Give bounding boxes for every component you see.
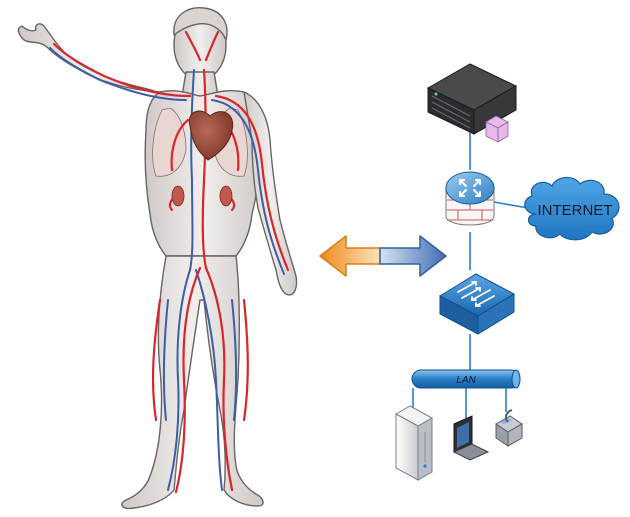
laptop-icon [452,415,490,461]
human-circulatory-system-illustration [17,7,298,510]
arrow-left-orange [319,235,381,277]
network-links [412,132,529,418]
desktop-tower-icon [394,405,434,481]
veins [49,47,285,491]
kidneys [171,185,233,207]
server-icon [426,63,518,143]
router-firewall-icon [445,171,495,226]
internet-cloud-icon: INTERNET [524,176,620,241]
heart [188,110,234,161]
lan-bus: LAN [411,369,521,389]
network-switch-icon [438,273,516,335]
body-silhouette [17,7,298,510]
internet-label: INTERNET [538,202,613,219]
lan-label: LAN [456,375,476,386]
arteries [52,30,290,494]
bidirectional-arrow-icon [319,235,447,277]
server-module-icon [485,115,509,143]
ip-phone-icon [495,409,523,447]
arrow-right-blue [379,235,447,277]
